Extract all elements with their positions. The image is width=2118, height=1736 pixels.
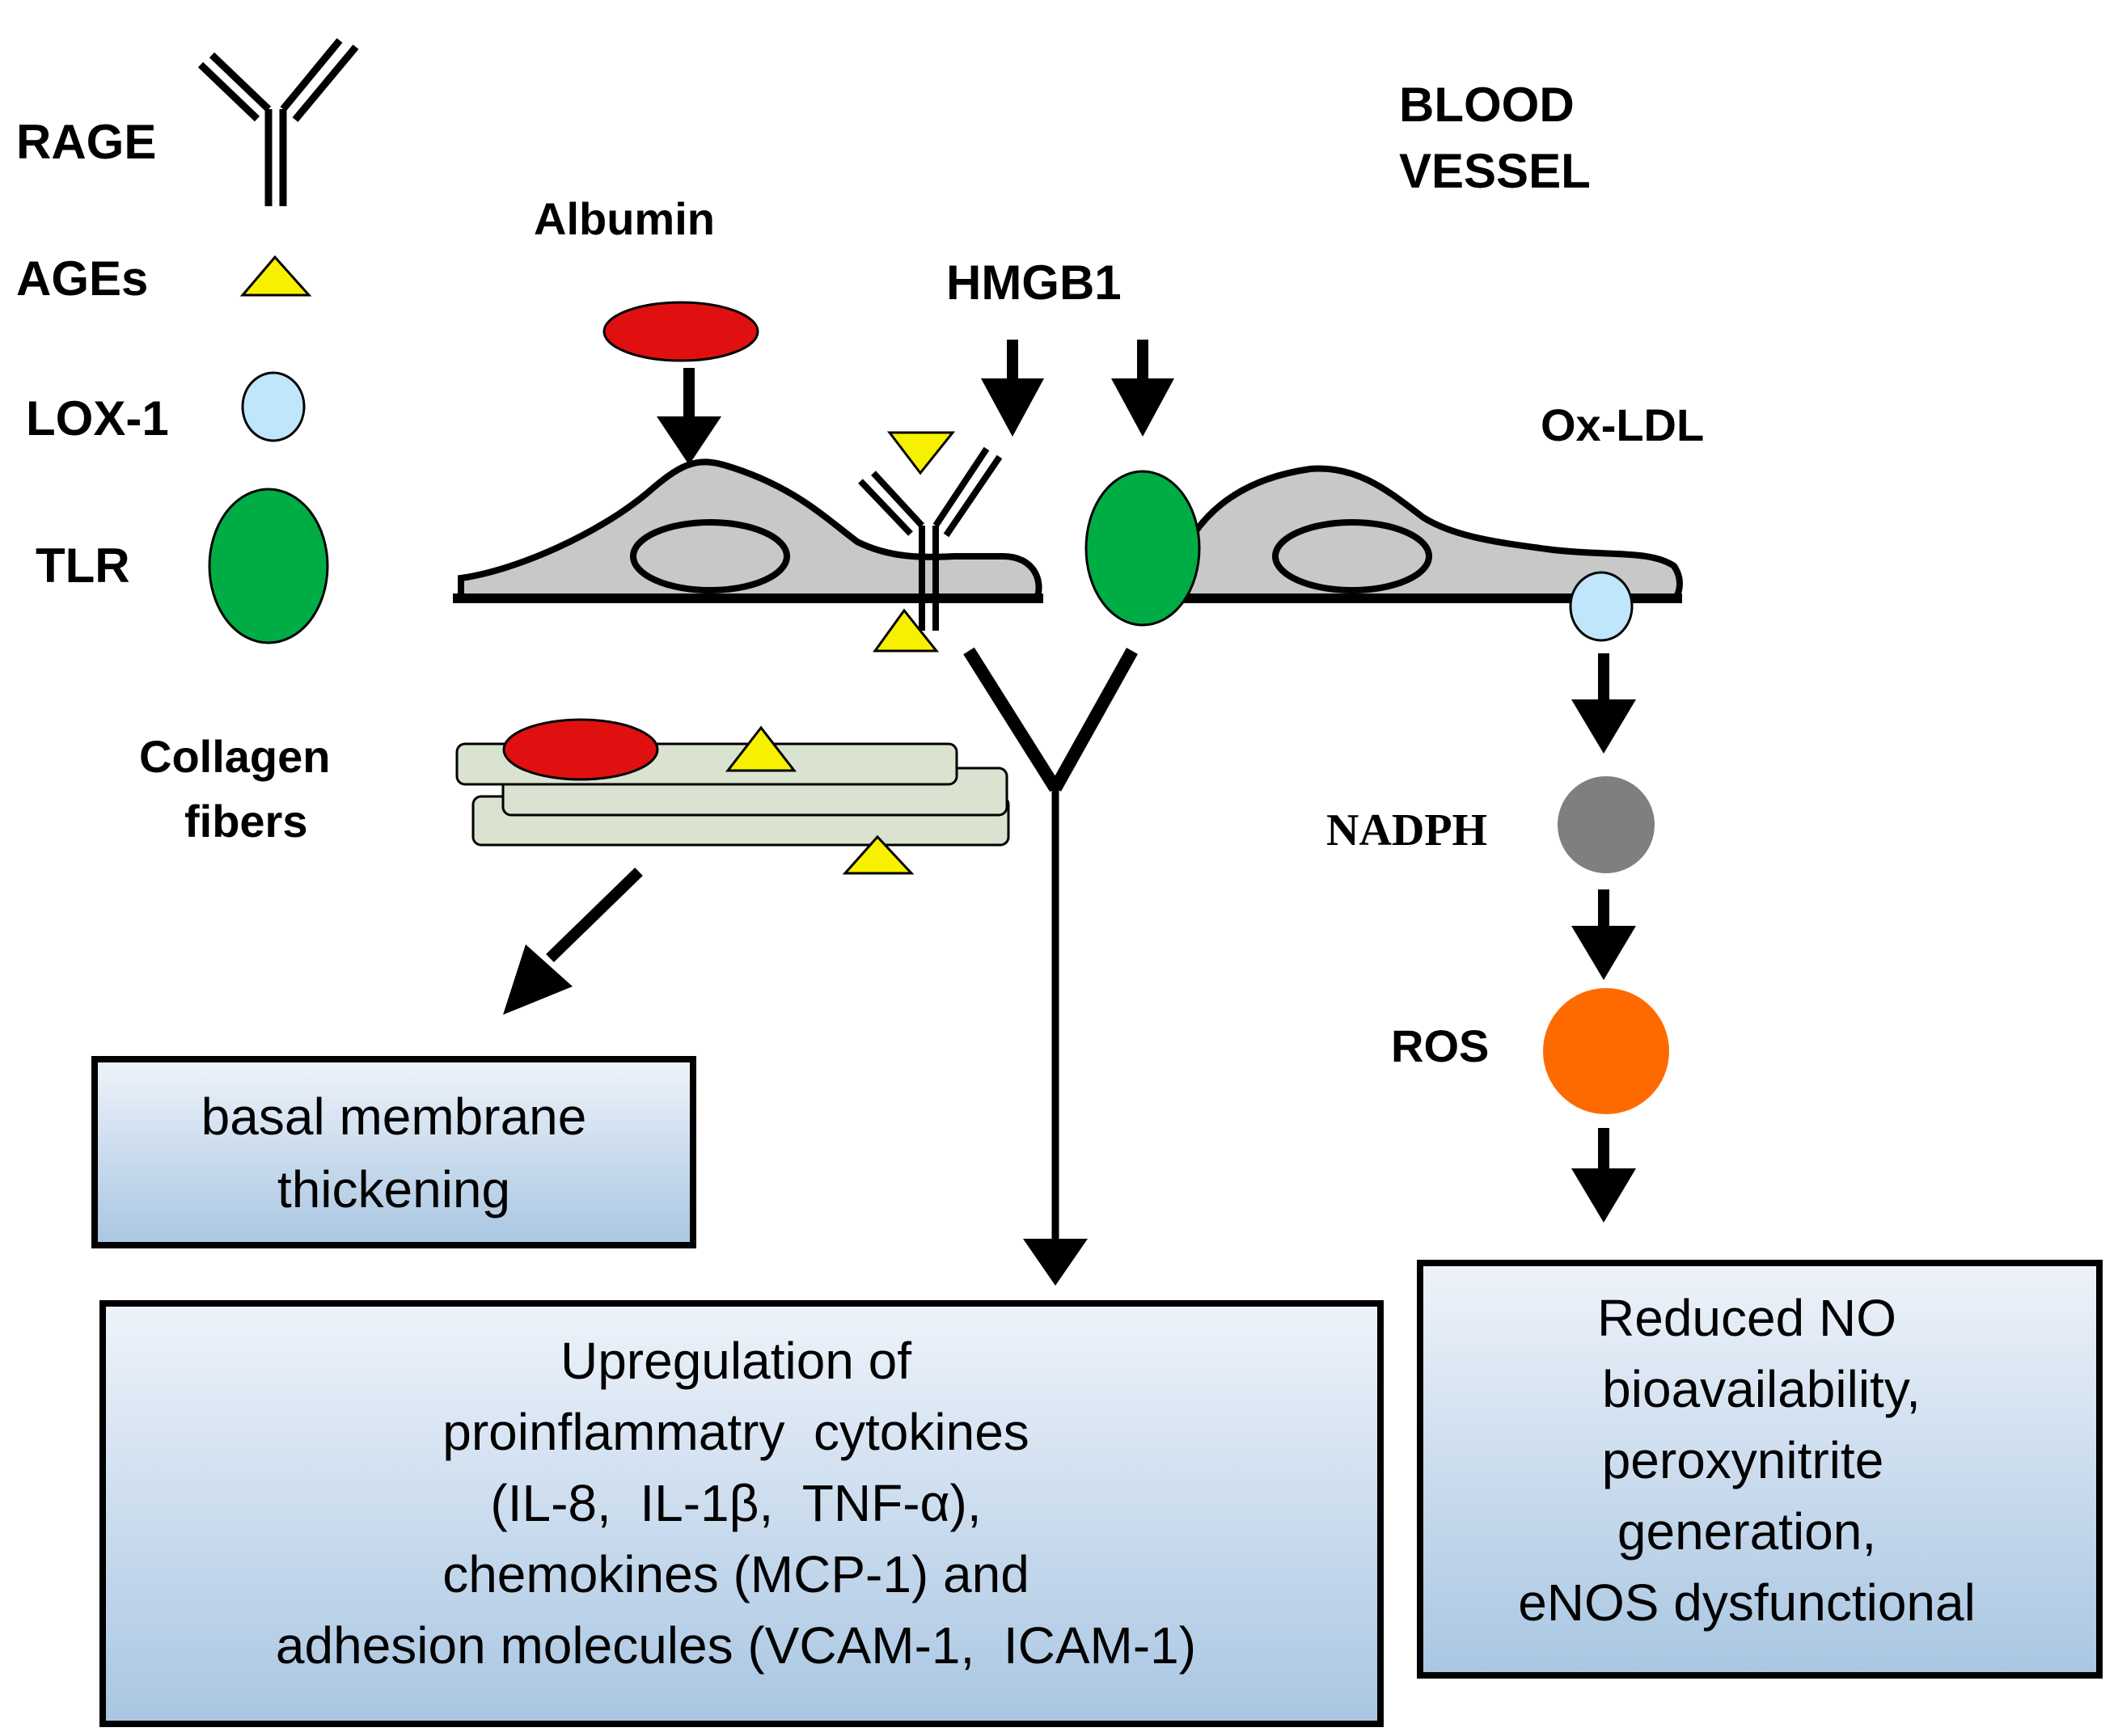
legend-tlr-label: TLR	[36, 539, 130, 593]
nadph-arrow	[1571, 889, 1636, 980]
ages-triangle-on-rage	[886, 431, 956, 475]
albumin-label: Albumin	[534, 193, 715, 244]
ros-arrow	[1571, 1128, 1636, 1223]
endothelial-cell-left	[453, 458, 1043, 603]
upregulation-box: Upregulation of proinflammatry cytokines…	[99, 1300, 1384, 1727]
reduced-no-line4: generation,	[1617, 1502, 1876, 1561]
hmgb1-label: HMGB1	[946, 256, 1122, 310]
hmgb1-arrow-right	[1111, 340, 1174, 437]
upregulation-line3: (IL-8, IL-1β, TNF-α),	[490, 1474, 981, 1532]
ros-circle	[1543, 988, 1669, 1114]
upregulation-line2: proinflammatry cytokines	[442, 1403, 1029, 1461]
ros-label: ROS	[1391, 1020, 1489, 1071]
basal-membrane-box: basal membrane thickening	[91, 1056, 696, 1248]
endothelial-cell-right	[1151, 465, 1683, 603]
legend-ages-label: AGEs	[16, 251, 148, 306]
legend-rage-label: RAGE	[16, 115, 156, 169]
reduced-no-box: Reduced NO bioavailability, peroxynitrit…	[1417, 1260, 2103, 1679]
collagen-label-line2: fibers	[184, 796, 308, 847]
reduced-no-line2: bioavailability,	[1602, 1360, 1921, 1418]
collagen-arrow	[503, 867, 643, 1015]
upregulation-line1: Upregulation of	[560, 1332, 911, 1390]
hmgb1-arrow-left	[981, 340, 1044, 437]
blood-vessel-label-line2: VESSEL	[1399, 144, 1591, 198]
basal-box-line2: thickening	[277, 1160, 510, 1219]
convergence-arrowhead	[1023, 1239, 1088, 1286]
lox1-receptor-circle	[1569, 571, 1634, 642]
upregulation-line4: chemokines (MCP-1) and	[442, 1545, 1029, 1603]
convergence-pathway	[963, 647, 1138, 1249]
legend-lox1-label: LOX-1	[26, 391, 169, 446]
albumin-arrow	[657, 368, 721, 465]
legend-ages-triangle-icon	[239, 255, 312, 297]
legend-tlr-ellipse-icon	[208, 488, 329, 644]
nadph-circle	[1558, 776, 1655, 873]
albumin-ellipse	[602, 301, 759, 362]
nadph-label: NADPH	[1326, 805, 1487, 855]
ox-ldl-label: Ox-LDL	[1541, 399, 1704, 450]
rage-receptor-membrane	[858, 446, 1003, 631]
upregulation-line5: adhesion molecules (VCAM-1, ICAM-1)	[276, 1616, 1196, 1675]
lox1-arrow	[1571, 653, 1636, 754]
basal-box-line1: basal membrane	[201, 1088, 587, 1146]
legend-rage-icon	[197, 38, 359, 206]
collagen-label-line1: Collagen	[139, 731, 330, 782]
ages-on-collagen-1	[725, 725, 797, 772]
reduced-no-line1: Reduced NO	[1597, 1289, 1896, 1347]
reduced-no-line3: peroxynitrite	[1602, 1431, 1884, 1489]
ages-on-collagen-2	[842, 834, 915, 875]
cell-nucleus-right	[1272, 519, 1432, 593]
blood-vessel-label-line1: BLOOD	[1399, 78, 1575, 132]
ages-triangle-below-rage	[873, 608, 940, 653]
cell-nucleus-left	[630, 519, 790, 593]
albumin-on-collagen	[502, 718, 659, 781]
legend: RAGE AGEs LOX-1 TLR	[16, 38, 359, 644]
legend-lox1-circle-icon	[241, 371, 306, 442]
collagen-fibers	[455, 718, 1010, 875]
tlr-receptor-ellipse	[1084, 470, 1201, 627]
reduced-no-line5: eNOS dysfunctional	[1518, 1573, 1976, 1632]
